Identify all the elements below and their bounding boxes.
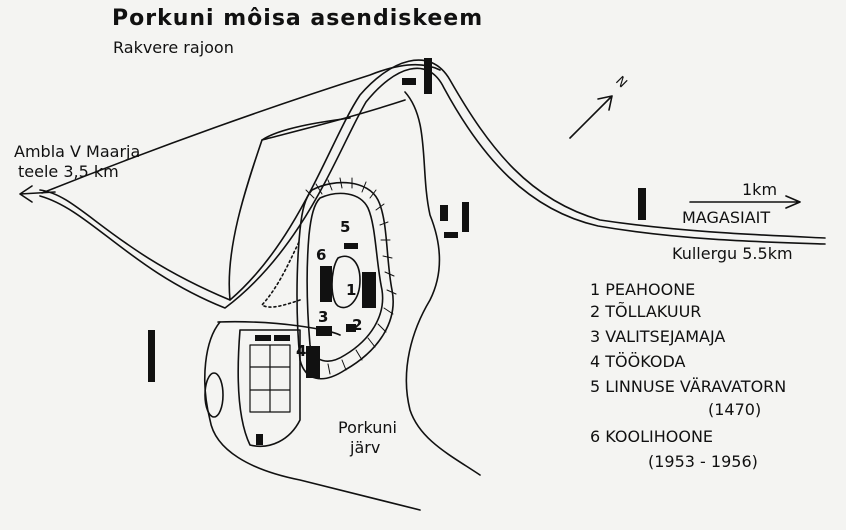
building-number-1: 1 [346,281,357,299]
east-arrow [689,195,801,209]
west-road-label-2: teele 3,5 km [18,162,119,181]
legend-number: 3 [590,327,601,346]
lake-label-1: Porkuni [338,418,397,437]
inner-road-b [261,99,406,141]
moat-outer [296,181,394,380]
slope-hatch [261,239,301,308]
legend-number: 4 [590,352,601,371]
legend-item-6: 6 KOOLIHOONE [590,427,713,446]
kullergu-label: Kullergu 5.5km [672,244,793,263]
moat-inner [306,192,384,362]
building-park-a [255,335,271,341]
magasiait-building [638,188,646,220]
building-number-6: 6 [316,246,327,264]
building-top-b [424,58,432,94]
inner-road-c [217,320,341,336]
building-1 [362,272,376,308]
legend-number: 6 [590,427,601,446]
legend-item-3: 3 VALITSEJAMAJA [590,327,725,346]
building-park-b [274,335,290,341]
park-inner [237,329,301,447]
legend-note-6: (1953 - 1956) [648,452,758,471]
legend-number: 1 [590,280,601,299]
west-road-label-1: Ambla V Maarja [14,142,141,161]
inner-road-a [228,117,351,301]
building-east-c [444,232,458,238]
main-road-south [39,67,826,309]
legend-note-5: (1470) [708,400,762,419]
main-road-north [39,59,826,301]
legend-number: 5 [590,377,601,396]
east-shore [404,91,481,476]
building-5 [344,243,358,249]
legend-label: LINNUSE VÄRAVATORN [605,377,787,396]
legend-item-5: 5 LINNUSE VÄRAVATORN [590,377,786,396]
building-east-a [440,205,448,221]
building-top-a [402,78,416,85]
west-branch-road [41,63,441,194]
building-4 [306,346,320,378]
legend-label: VALITSEJAMAJA [605,327,726,346]
legend-item-1: 1 PEAHOONE [590,280,695,299]
legend-item-4: 4 TÖÖKODA [590,352,685,371]
park-grid [249,344,291,413]
legend-label: TÕLLAKUUR [605,302,702,321]
west-arrow [19,185,56,203]
legend-label: TÖÖKODA [605,352,686,371]
north-arrow [569,95,613,139]
building-6 [320,266,332,302]
building-number-5: 5 [340,218,351,236]
map-subtitle: Rakvere rajoon [113,38,234,57]
magasiait-label: MAGASIAIT [682,208,771,227]
legend-label: PEAHOONE [605,280,696,299]
building-east-b [462,202,469,232]
building-number-4: 4 [296,342,307,360]
building-number-2: 2 [352,316,363,334]
legend-label: KOOLIHOONE [605,427,714,446]
distance-1km-label: 1km [742,180,778,199]
building-3 [316,326,332,336]
building-west [148,330,155,382]
legend-item-2: 2 TÕLLAKUUR [590,302,701,321]
park-boundary [204,321,421,511]
slope-hatch-2 [305,177,397,375]
pond [204,372,224,418]
map-title: Porkuni môisa asendiskeem [112,6,484,31]
building-2 [346,324,356,332]
legend-number: 2 [590,302,601,321]
lake-label-2: järv [350,438,381,457]
building-number-3: 3 [318,308,329,326]
building-park-c [256,434,263,445]
